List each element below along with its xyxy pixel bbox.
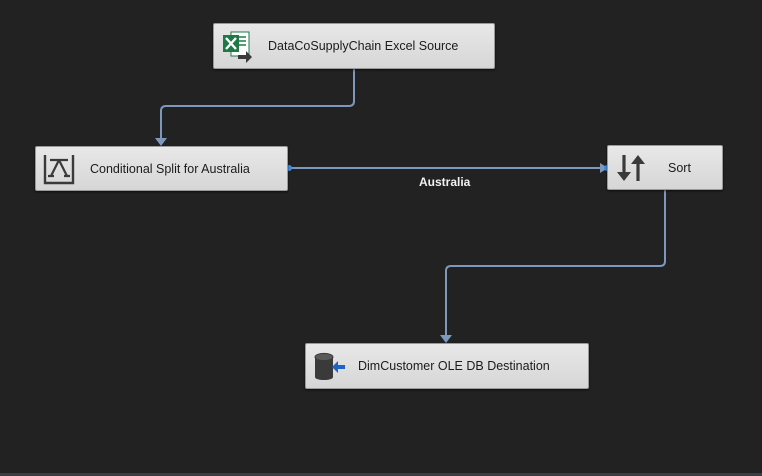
path-source-to-split-arrowhead	[155, 138, 167, 146]
sort-node[interactable]: Sort	[607, 145, 723, 190]
oledb-destination-node[interactable]: DimCustomer OLE DB Destination	[305, 343, 589, 389]
oledb-destination-icon	[312, 349, 346, 383]
path-source-to-split[interactable]	[160, 69, 355, 140]
conditional-split-icon	[42, 152, 76, 186]
bottom-divider	[0, 473, 762, 476]
excel-source-icon	[220, 29, 254, 63]
conditional-split-label: Conditional Split for Australia	[90, 161, 250, 176]
sort-icon	[614, 151, 648, 185]
path-label-australia[interactable]: Australia	[419, 175, 471, 189]
excel-source-label: DataCoSupplyChain Excel Source	[268, 39, 459, 53]
excel-source-node[interactable]: DataCoSupplyChain Excel Source	[213, 23, 495, 69]
path-sort-to-destination-arrowhead	[440, 335, 452, 343]
oledb-destination-label: DimCustomer OLE DB Destination	[358, 359, 550, 373]
sort-label: Sort	[668, 160, 691, 175]
path-sort-to-destination[interactable]	[445, 190, 666, 337]
conditional-split-node[interactable]: Conditional Split for Australia	[35, 146, 288, 191]
